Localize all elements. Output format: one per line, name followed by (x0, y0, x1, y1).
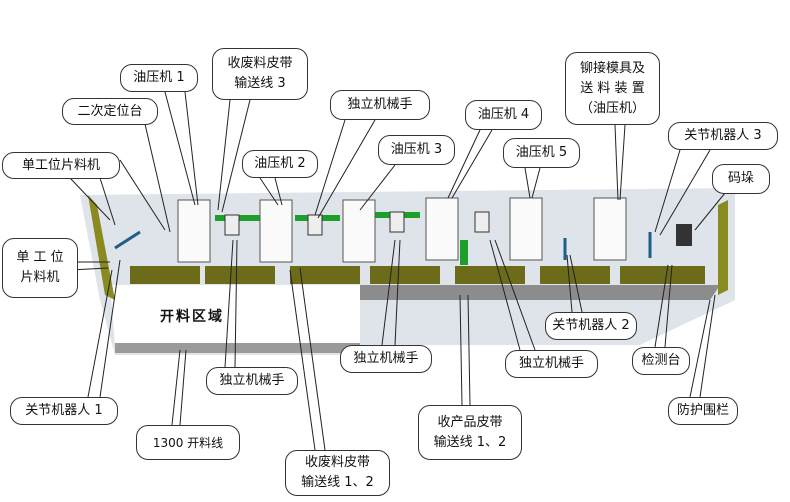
callout-single-station-2: 单 工 位片料机 (2, 238, 78, 298)
callout-press-5: 油压机 5 (503, 138, 580, 168)
callout-secondary-positioning: 二次定位台 (62, 98, 158, 125)
callout-stacking: 码垛 (712, 164, 770, 194)
conveyor-fence-row (130, 266, 705, 284)
label: 独立机械手 (518, 356, 584, 371)
label: 输送线 1、2 (433, 434, 507, 450)
callout-robot-2: 关节机器人 2 (545, 312, 637, 340)
label: 1300 开料线 (152, 435, 224, 450)
callout-fence: 防护围栏 (668, 397, 738, 425)
callout-press-1: 油压机 1 (120, 64, 198, 92)
label: （油压机） (579, 100, 645, 116)
label: 油压机 3 (390, 142, 443, 157)
label: 输送线 3 (234, 76, 286, 91)
callout-line: 1300 开料线 (136, 425, 240, 460)
label: 送 料 装 置 (580, 80, 645, 96)
fence-right (718, 200, 728, 295)
cutting-area-label: 开料区域 (160, 309, 224, 325)
callout-scrap-belt-3: 收废料皮带输送线 3 (212, 48, 308, 100)
fence-left (88, 195, 115, 300)
callout-robot-3: 关节机器人 3 (668, 122, 778, 150)
label: 独立机械手 (347, 97, 413, 112)
robots (114, 230, 652, 260)
callout-press-4: 油压机 4 (465, 100, 542, 130)
label: 关节机器人 2 (552, 318, 630, 333)
callout-manipulator-top: 独立机械手 (330, 90, 430, 120)
presses (177, 197, 627, 263)
manipulators (224, 211, 490, 236)
label: 单工位片料机 (21, 157, 100, 173)
callout-manipulator-mid: 独立机械手 (340, 345, 432, 373)
callout-press-3: 油压机 3 (378, 135, 455, 165)
label: 防护围栏 (676, 403, 729, 418)
label: 油压机 4 (477, 107, 530, 122)
label: 独立机械手 (353, 351, 419, 366)
label: 输送线 1、2 (301, 475, 374, 490)
label: 收废料皮带 (304, 455, 370, 470)
label: 收产品皮带 (437, 414, 503, 430)
label: 独立机械手 (219, 373, 285, 388)
label: 单 工 位 (16, 250, 64, 265)
walkway (360, 285, 720, 300)
label: 关节机器人 3 (684, 128, 762, 143)
callout-riveting: 铆接模具及送 料 装 置 （油压机） (565, 52, 660, 125)
label: 码垛 (727, 171, 754, 186)
label: 油压机 5 (515, 145, 568, 160)
callout-manipulator-left: 独立机械手 (206, 367, 298, 395)
leader-lines (69, 91, 726, 451)
stacking-unit (676, 224, 692, 246)
callout-scrap-belt-12: 收废料皮带输送线 1、2 (285, 450, 390, 496)
callout-manipulator-right: 独立机械手 (505, 350, 598, 378)
label: 检测台 (641, 353, 681, 368)
callout-robot-1: 关节机器人 1 (10, 397, 118, 425)
label: 油压机 2 (254, 156, 306, 171)
callout-press-2: 油压机 2 (242, 150, 318, 178)
callout-single-station-1: 单工位片料机 (2, 152, 120, 179)
label: 片料机 (20, 270, 60, 285)
callout-product-belt: 收产品皮带输送线 1、2 (418, 405, 522, 460)
label: 关节机器人 1 (25, 403, 103, 418)
label: 收废料皮带 (227, 56, 293, 71)
label: 油压机 1 (133, 70, 185, 85)
callout-inspection: 检测台 (632, 347, 690, 375)
cutting-area-floor (110, 285, 360, 345)
label: 二次定位台 (77, 103, 143, 119)
cutting-area-edge (115, 343, 360, 353)
label: 铆接模具及 (579, 60, 645, 76)
